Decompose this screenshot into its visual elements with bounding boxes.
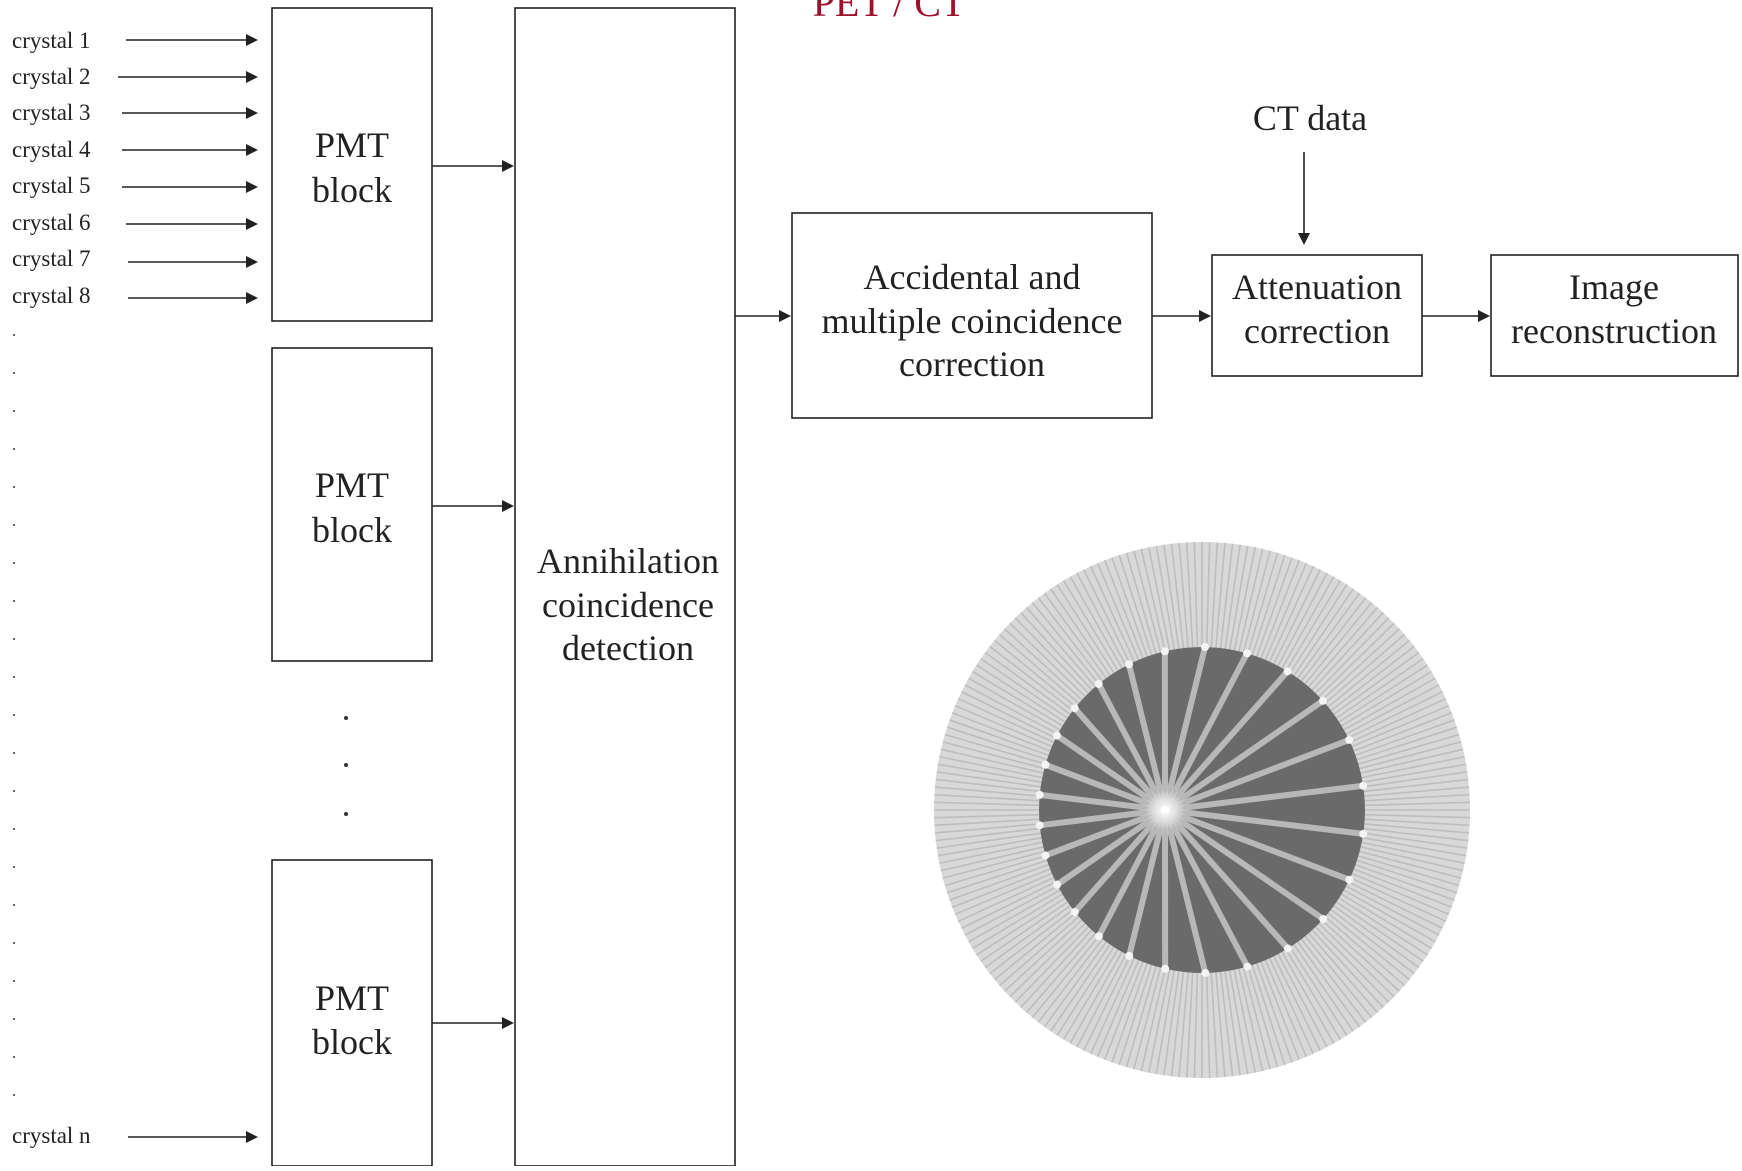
annihilation-label-line1: Annihilation [537,541,719,581]
detector-hit [1053,881,1061,889]
attenuation-label-line1: Attenuation [1232,267,1402,307]
crystal-label: crystal 2 [12,64,91,89]
detector-hit [1345,876,1353,884]
accidental-label-line1: Accidental and [864,257,1081,297]
crystal-label: crystal 1 [12,28,91,53]
detector-hit [1071,704,1079,712]
pmt-label-line1: PMT [315,465,389,505]
detector-hit [1345,736,1353,744]
detector-hit [1284,667,1292,675]
crystal-label: crystal 8 [12,283,91,308]
detector-hit [1053,732,1061,740]
attenuation-to-image-arrow [1422,310,1490,322]
crystal-ellipsis [13,334,15,1096]
detector-hit [1041,761,1049,769]
detector-hit [1095,932,1103,940]
image-reconstruction-block: Image reconstruction [1491,255,1738,376]
pmt-to-annihilation-arrows [432,160,514,1029]
attenuation-correction-block: Attenuation correction [1212,255,1422,376]
diagram-title: PET / CT [813,0,966,25]
detector-hit [1201,643,1209,651]
detector-hit [1036,791,1044,799]
annihilation-block: Annihilation coincidence detection [515,8,735,1166]
pet-detector-ring-illustration [934,542,1470,1078]
detector-hit [1125,660,1133,668]
annihilation-label-line3: detection [562,628,694,668]
crystal-input: crystal 7 [12,246,258,271]
pmt-label-line2: block [312,510,392,550]
pmt-block: PMT block [272,860,432,1166]
image-label-line1: Image [1569,267,1659,307]
detector-hit [1071,908,1079,916]
crystal-input: crystal 6 [12,210,258,235]
image-label-line2: reconstruction [1511,311,1717,351]
detector-hit [1284,945,1292,953]
detector-hit [1036,821,1044,829]
pmt-label-line2: block [312,1022,392,1062]
crystal-input: crystal n [12,1123,258,1148]
accidental-label-line2: multiple coincidence [822,301,1123,341]
ring-inner-body [1039,647,1365,973]
crystal-input: crystal 4 [12,137,258,162]
crystal-label: crystal 5 [12,173,91,198]
pmt-label-line1: PMT [315,125,389,165]
detector-hit [1319,915,1327,923]
crystal-input: crystal 3 [12,100,258,125]
detector-hit [1319,697,1327,705]
detector-hit [1041,851,1049,859]
accidental-correction-block: Accidental and multiple coincidence corr… [792,213,1152,418]
crystal-input: crystal 1 [12,28,258,53]
crystal-label: crystal 7 [12,246,91,271]
detector-hit [1161,965,1169,973]
attenuation-label-line2: correction [1244,311,1390,351]
crystal-input: crystal 8 [12,283,258,308]
detector-hit [1243,963,1251,971]
accidental-label-line3: correction [899,344,1045,384]
pmt-block: PMT block [272,8,432,321]
pmt-label-line1: PMT [315,978,389,1018]
pmt-block: PMT block [272,348,432,661]
crystal-label: crystal 4 [12,137,91,162]
crystal-input: crystal 2 [12,64,258,89]
annihilation-to-accidental-arrow [735,310,791,322]
crystal-inputs: crystal 1 crystal 2 crystal 3 crystal 4 … [12,28,258,1148]
annihilation-label-line2: coincidence [542,585,714,625]
crystal-input: crystal 5 [12,173,258,198]
detector-hit [1095,680,1103,688]
detector-hit [1359,782,1367,790]
ct-data-label: CT data [1253,98,1367,138]
ct-data-arrow [1298,152,1310,245]
crystal-label: crystal 3 [12,100,91,125]
detector-hit [1125,952,1133,960]
detector-hit [1161,647,1169,655]
detector-hit [1359,830,1367,838]
pmt-label-line2: block [312,170,392,210]
detector-hit [1243,649,1251,657]
accidental-to-attenuation-arrow [1152,310,1211,322]
crystal-label: crystal 6 [12,210,91,235]
annihilation-point [1161,806,1169,814]
detector-hit [1201,969,1209,977]
crystal-label: crystal n [12,1123,91,1148]
pmt-ellipsis [344,716,348,816]
